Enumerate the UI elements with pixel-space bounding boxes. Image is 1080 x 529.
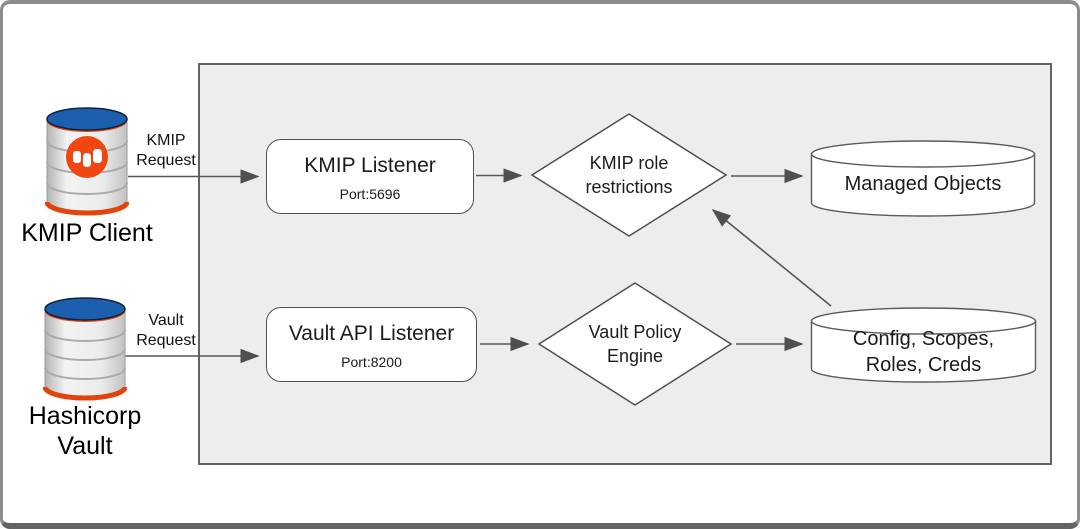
vault-policy-engine-diamond: Vault Policy Engine: [537, 282, 733, 406]
kmip-listener-port: Port:5696: [339, 186, 401, 202]
managed-objects-db: Managed Objects: [810, 140, 1036, 218]
vault-request-label: Vault Request: [136, 312, 196, 349]
kmip-listener-box: KMIP Listener Port:5696: [266, 139, 474, 214]
config-scopes-roles-creds-label: Config, Scopes, Roles, Creds: [852, 328, 995, 376]
kmip-client-database-icon: [44, 107, 130, 216]
kmip-role-restrictions-diamond: KMIP role restrictions: [530, 113, 728, 237]
managed-objects-label: Managed Objects: [844, 173, 1002, 195]
hashicorp-vault-database-icon: [42, 297, 128, 401]
kmip-request-label: KMIP Request: [136, 132, 196, 169]
kmip-listener-title: KMIP Listener: [304, 154, 436, 177]
diamond-shape-icon: [537, 282, 733, 406]
vault-api-listener-title: Vault API Listener: [288, 322, 455, 345]
arrow-config-to-kmip-diamond: [711, 208, 832, 307]
hashicorp-vault-node: Hashicorp Vault: [29, 297, 141, 477]
database-cylinder-icon: [810, 307, 1037, 383]
vault-api-listener-box: Vault API Listener Port:8200: [266, 307, 477, 382]
hashicorp-vault-label: Hashicorp Vault: [28, 402, 142, 460]
database-cylinder-icon: [810, 140, 1036, 217]
kmip-role-restrictions-label: KMIP role restrictions: [585, 153, 673, 197]
edb-logo-icon: [66, 136, 108, 178]
kmip-client-node: KMIP Client: [21, 106, 153, 256]
vault-policy-engine-label: Vault Policy Engine: [588, 322, 682, 366]
vault-api-listener-port: Port:8200: [341, 354, 402, 370]
config-scopes-roles-creds-db: Config, Scopes, Roles, Creds: [810, 307, 1037, 384]
kmip-client-label: KMIP Client: [21, 219, 153, 247]
diamond-shape-icon: [530, 113, 728, 237]
